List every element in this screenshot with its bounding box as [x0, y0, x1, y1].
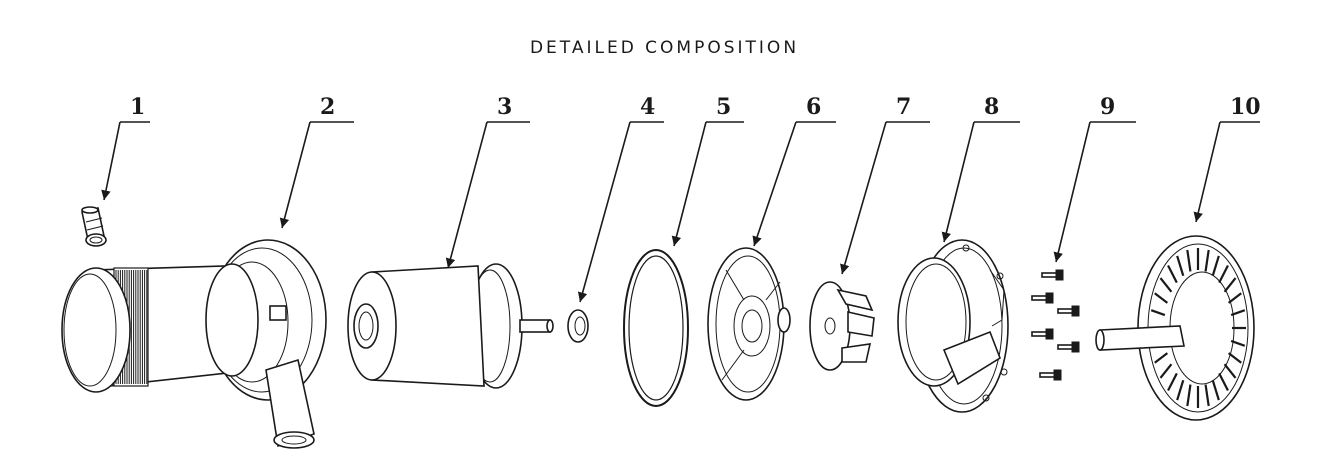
- strainer-slot: [1223, 363, 1237, 379]
- callout-4: 4: [577, 94, 664, 303]
- svg-text:9: 9: [1100, 94, 1115, 120]
- part-5-o-ring: [623, 249, 689, 407]
- svg-text:8: 8: [984, 94, 999, 120]
- strainer-slot: [1204, 249, 1210, 272]
- screw: [1057, 341, 1080, 353]
- strainer-slot: [1227, 352, 1242, 364]
- strainer-slot: [1204, 384, 1210, 407]
- part-10-strainer-base: [1095, 235, 1255, 421]
- callout-3: 3: [445, 94, 530, 269]
- strainer-slot: [1186, 249, 1192, 272]
- callout-7: 7: [840, 94, 930, 275]
- callout-1: 1: [101, 94, 150, 201]
- part-7-impeller: [809, 281, 875, 371]
- strainer-slot: [1211, 379, 1220, 401]
- screw: [1057, 305, 1080, 317]
- part-9-screws: [1031, 269, 1080, 381]
- strainer-slot: [1159, 277, 1173, 293]
- callout-10: 10: [1193, 94, 1261, 223]
- svg-text:2: 2: [320, 94, 335, 120]
- callout-9: 9: [1053, 94, 1136, 263]
- svg-text:10: 10: [1230, 94, 1261, 120]
- callout-5: 5: [671, 94, 744, 247]
- strainer-slot: [1230, 309, 1246, 317]
- callout-8: 8: [941, 94, 1020, 243]
- part-6-cover-plate: [707, 247, 791, 401]
- part-3-motor: [347, 263, 554, 389]
- strainer-slot: [1186, 384, 1192, 407]
- svg-text:1: 1: [130, 94, 145, 120]
- strainer-slot: [1159, 363, 1173, 379]
- strainer-slot: [1154, 292, 1169, 304]
- screw: [1031, 328, 1054, 340]
- part-1-nozzle-plug: [81, 206, 107, 247]
- part-8-intake-housing: [897, 239, 1009, 413]
- strainer-slot: [1230, 339, 1246, 347]
- diagram-title: DETAILED COMPOSITION: [529, 38, 800, 58]
- screw: [1041, 269, 1064, 281]
- strainer-slot: [1176, 255, 1185, 277]
- strainer-slot: [1167, 372, 1178, 392]
- svg-text:3: 3: [497, 94, 512, 120]
- part-2-pump-housing: [61, 239, 327, 449]
- strainer-slot: [1218, 264, 1229, 284]
- screw: [1031, 292, 1054, 304]
- svg-text:6: 6: [806, 94, 821, 120]
- svg-text:7: 7: [896, 94, 911, 120]
- strainer-slot: [1176, 379, 1185, 401]
- strainer-slot: [1167, 264, 1178, 284]
- callout-6: 6: [752, 94, 836, 247]
- svg-text:4: 4: [640, 94, 655, 120]
- strainer-slot: [1218, 372, 1229, 392]
- callout-2: 2: [279, 94, 354, 229]
- strainer-slot: [1211, 255, 1220, 277]
- part-4-bushing: [567, 309, 589, 343]
- strainer-slot: [1227, 292, 1242, 304]
- strainer-slot: [1223, 277, 1237, 293]
- svg-text:5: 5: [716, 94, 731, 120]
- strainer-slot: [1154, 352, 1169, 364]
- screw: [1039, 369, 1062, 381]
- strainer-slot: [1150, 309, 1166, 317]
